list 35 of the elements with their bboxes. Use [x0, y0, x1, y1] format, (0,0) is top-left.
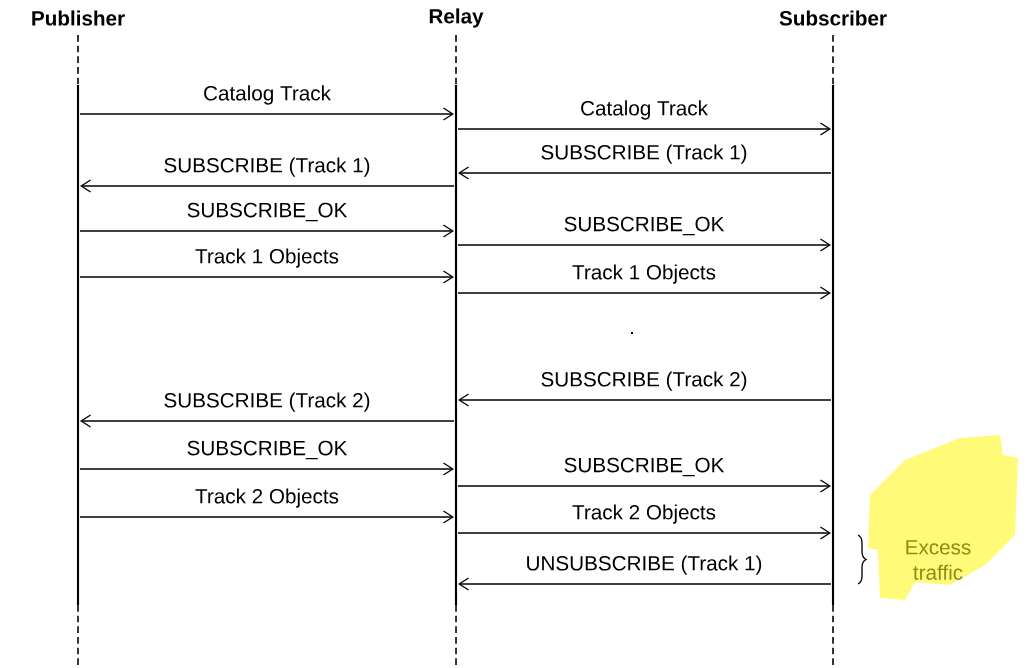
edge-label: Catalog Track	[581, 100, 708, 120]
arrow	[80, 179, 455, 193]
arrow	[458, 577, 832, 591]
arrow	[458, 166, 832, 180]
arrow	[79, 510, 454, 524]
edge-label: Catalog Track	[204, 85, 331, 105]
edge-label: Track 1 Objects	[195, 248, 339, 268]
edge-label: Track 1 Objects	[572, 264, 716, 284]
edge-label: SUBSCRIBE (Track 2)	[164, 392, 370, 412]
ellipsis-dot: .	[631, 331, 633, 335]
participant-label: Subscriber	[779, 10, 887, 26]
edge-label: SUBSCRIBE_OK	[187, 440, 348, 460]
participant-label: Publisher	[32, 10, 125, 26]
edge-label: Track 2 Objects	[572, 504, 716, 524]
arrow	[457, 526, 831, 540]
arrow	[458, 393, 832, 407]
arrow	[79, 462, 454, 476]
edge-label: SUBSCRIBE (Track 2)	[541, 371, 747, 391]
arrow	[79, 224, 454, 238]
arrow	[79, 270, 454, 284]
arrow	[79, 107, 454, 121]
highlight-note: Excess traffic	[868, 435, 1018, 600]
edge-label: SUBSCRIBE_OK	[564, 457, 725, 477]
participant-label: Relay	[429, 8, 484, 28]
edge-label: SUBSCRIBE_OK	[564, 216, 725, 236]
edge-label: Track 2 Objects	[195, 488, 339, 508]
arrow	[457, 286, 831, 300]
arrow	[80, 414, 455, 428]
arrow	[457, 238, 831, 252]
arrow	[457, 122, 831, 136]
arrow	[457, 479, 831, 493]
edge-label: UNSUBSCRIBE (Track 1)	[527, 555, 762, 575]
edge-label: SUBSCRIBE_OK	[187, 202, 348, 222]
edge-label: SUBSCRIBE (Track 1)	[541, 144, 747, 164]
edge-label: SUBSCRIBE (Track 1)	[164, 157, 370, 177]
